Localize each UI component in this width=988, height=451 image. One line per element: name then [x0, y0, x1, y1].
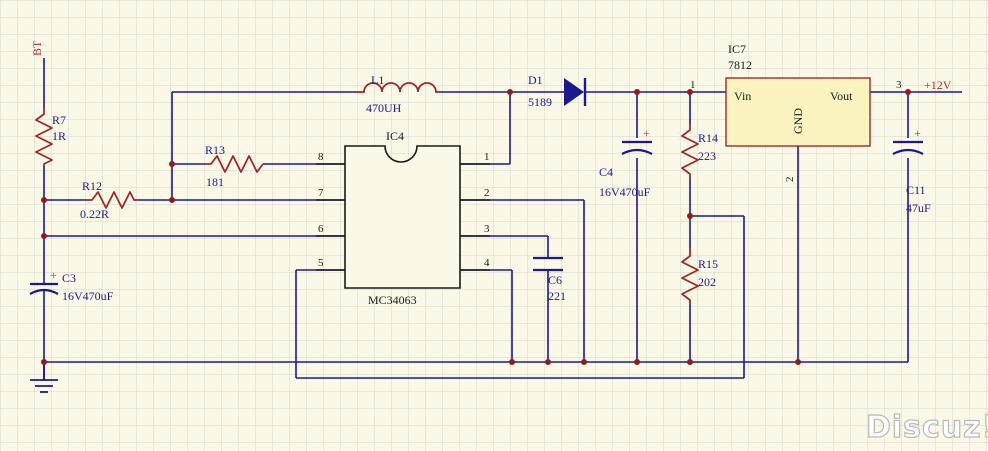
ic7-regulator — [725, 77, 871, 147]
c6-capacitor — [533, 256, 563, 272]
r15-value: 202 — [698, 275, 716, 289]
c4-ref: C4 — [599, 165, 613, 179]
r12-value: 0.22R — [80, 207, 109, 221]
l1-value: 470UH — [366, 101, 402, 115]
ic7-pin-2: 2 — [784, 177, 796, 183]
net-label-bt: BT — [30, 40, 44, 56]
c11-capacitor: + — [892, 126, 924, 155]
junctions — [41, 89, 911, 365]
ic4-ref: IC4 — [386, 129, 404, 143]
net-label-12v: +12V — [924, 78, 952, 92]
c3-capacitor: + — [29, 268, 59, 302]
ic7-gnd-label: GND — [791, 108, 805, 134]
ic7-vin-label: Vin — [734, 89, 751, 103]
ic4-pin-1: 1 — [484, 151, 490, 163]
r7-ref: R7 — [52, 113, 66, 127]
c11-value: 47uF — [906, 201, 931, 215]
d1-value: 5189 — [528, 95, 552, 109]
l1-ref: L1 — [371, 73, 384, 87]
ic4-pin-8: 8 — [318, 151, 324, 163]
c3-value: 16V470uF — [62, 289, 114, 303]
r14-ref: R14 — [698, 131, 718, 145]
c4-value: 16V470uF — [599, 185, 651, 199]
c6-ref: C6 — [548, 273, 562, 287]
r7-value: 1R — [52, 129, 66, 143]
r15-resistor — [681, 248, 699, 304]
c11-plus: + — [914, 126, 921, 140]
ic7-vout-label: Vout — [830, 89, 853, 103]
r7-resistor — [35, 108, 53, 166]
c4-capacitor: + — [621, 126, 653, 155]
ic4-pin-6: 6 — [318, 223, 324, 235]
ic7-part: 7812 — [728, 58, 752, 72]
c3-ref: C3 — [62, 271, 76, 285]
r13-resistor — [205, 155, 264, 173]
r14-value: 223 — [698, 149, 716, 163]
ic4-pin-3: 3 — [484, 223, 490, 235]
ic4-chip — [316, 145, 490, 289]
d1-ref: D1 — [528, 73, 543, 87]
ic4-pin-7: 7 — [318, 187, 324, 199]
ic7-pin-3: 3 — [896, 79, 902, 91]
c11-ref: C11 — [906, 183, 926, 197]
c4-plus: + — [643, 126, 650, 140]
r15-ref: R15 — [698, 257, 718, 271]
c6-value: 221 — [548, 289, 566, 303]
r13-value: 181 — [206, 175, 224, 189]
r12-resistor — [86, 191, 138, 209]
ic4-pin-2: 2 — [484, 187, 490, 199]
c3-plus: + — [50, 268, 57, 282]
d1-diode — [560, 78, 587, 106]
ic7-pin-1: 1 — [690, 79, 696, 91]
l1-inductor — [356, 82, 440, 93]
ic4-part: MC34063 — [368, 293, 417, 307]
r12-ref: R12 — [82, 179, 102, 193]
r14-resistor — [681, 124, 699, 178]
ic4-pin-4: 4 — [484, 257, 490, 269]
discuz-watermark: Discuz! — [866, 410, 988, 445]
r13-ref: R13 — [205, 143, 225, 157]
ic4-pin-5: 5 — [318, 257, 324, 269]
ic7-ref: IC7 — [728, 42, 746, 56]
